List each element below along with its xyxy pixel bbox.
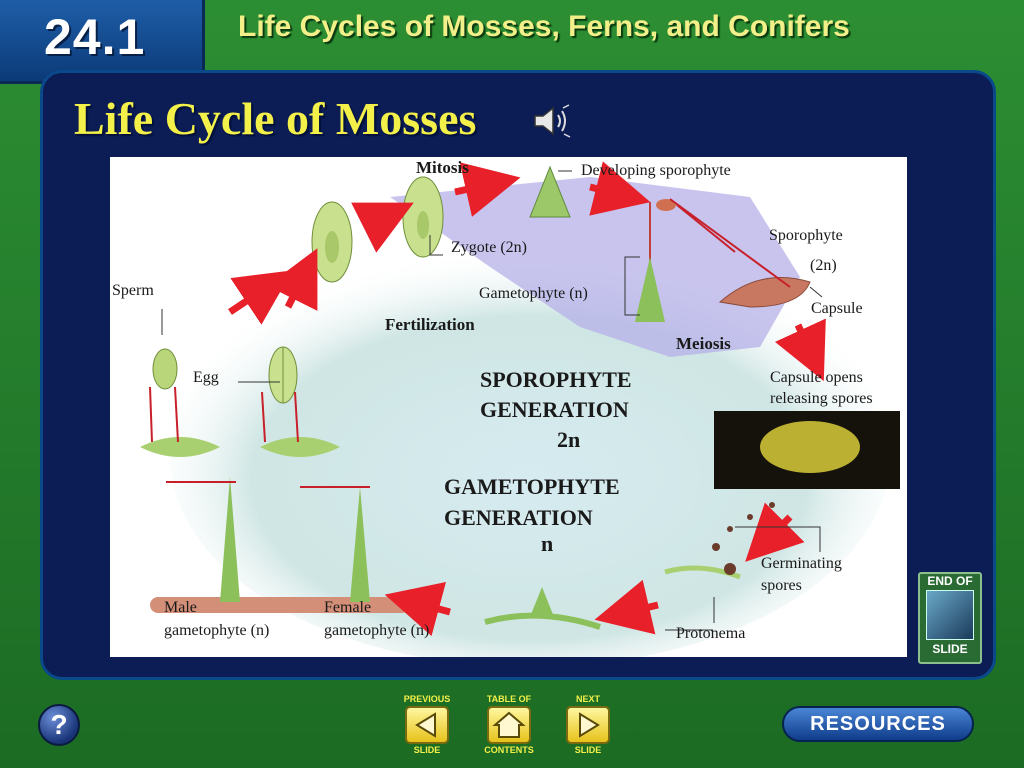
whale-icon (926, 590, 974, 640)
label-sporophyte-generation-2: GENERATION (480, 397, 629, 422)
moss-life-cycle-diagram: Mitosis Developing sporophyte Zygote (2n… (110, 157, 907, 657)
speaker-icon[interactable] (533, 104, 571, 138)
next-top-label: NEXT (575, 694, 600, 704)
cycle-arrows (228, 161, 826, 637)
archegonium-1 (311, 201, 353, 283)
label-sporophyte: Sporophyte (769, 227, 843, 244)
label-fertilization: Fertilization (385, 315, 475, 334)
slide-title: Life Cycle of Mosses (74, 93, 477, 144)
male-gametophyte (140, 437, 240, 602)
label-capsule-opens-1: Capsule opens (770, 369, 863, 386)
end-of-slide-top: END OF (927, 574, 973, 588)
gametophyte-with-sporophyte (635, 199, 676, 322)
label-germinating-1: Germinating (761, 555, 842, 572)
label-male-2: gametophyte (n) (164, 622, 269, 639)
label-female-2: gametophyte (n) (324, 622, 429, 639)
end-of-slide-bottom: SLIDE (932, 642, 968, 656)
label-male-1: Male (164, 599, 197, 616)
previous-slide-button[interactable]: PREVIOUS SLIDE (398, 694, 456, 762)
egg-archegonium (268, 346, 298, 404)
protonema (484, 587, 601, 630)
label-sporophyte-generation-1: SPOROPHYTE (480, 367, 632, 392)
next-slide-button[interactable]: NEXT SLIDE (559, 694, 617, 762)
previous-top-label: PREVIOUS (403, 694, 451, 704)
spore-release-photo (714, 411, 900, 489)
label-gametophyte: Gametophyte (n) (479, 285, 588, 302)
chapter-title: Life Cycles of Mosses, Ferns, and Conife… (238, 10, 850, 43)
ground-strip (150, 597, 410, 613)
label-sporophyte-ploidy: (2n) (810, 257, 837, 274)
label-meiosis: Meiosis (676, 334, 731, 353)
arrow-left-icon (415, 712, 436, 738)
contents-top-label: TABLE OF (486, 694, 532, 704)
label-developing-sporophyte: Developing sporophyte (581, 162, 731, 179)
label-gametophyte-generation-2: GENERATION (444, 505, 593, 530)
female-gametophyte (260, 437, 370, 602)
leader-lines (161, 170, 823, 631)
previous-bottom-label: SLIDE (413, 745, 441, 755)
sperm-producing-structure (152, 348, 178, 390)
label-gametophyte-generation-3: n (541, 531, 553, 556)
end-of-slide-button[interactable]: END OF SLIDE (918, 572, 982, 664)
label-protonema: Protonema (676, 625, 745, 642)
label-sporophyte-generation-3: 2n (557, 427, 580, 452)
contents-bottom-label: CONTENTS (484, 745, 534, 755)
label-zygote: Zygote (2n) (451, 239, 527, 256)
home-icon (492, 711, 526, 738)
table-of-contents-button[interactable]: TABLE OF CONTENTS (480, 694, 538, 762)
archegonium-2 (402, 176, 444, 258)
resources-button[interactable]: RESOURCES (782, 706, 974, 742)
section-number: 24.1 (44, 9, 146, 65)
developing-sporophyte-shoot (529, 165, 571, 218)
label-capsule-opens-2: releasing spores (770, 390, 873, 407)
label-gametophyte-generation-1: GAMETOPHYTE (444, 474, 620, 499)
label-sperm: Sperm (112, 282, 154, 299)
label-germinating-2: spores (761, 577, 802, 594)
label-female-1: Female (324, 599, 371, 616)
label-mitosis: Mitosis (416, 158, 469, 177)
help-button[interactable]: ? (38, 704, 80, 746)
label-egg: Egg (193, 369, 219, 386)
next-bottom-label: SLIDE (574, 745, 602, 755)
callout-lines (149, 198, 791, 488)
arrow-right-icon (579, 712, 600, 738)
label-capsule: Capsule (811, 300, 863, 317)
